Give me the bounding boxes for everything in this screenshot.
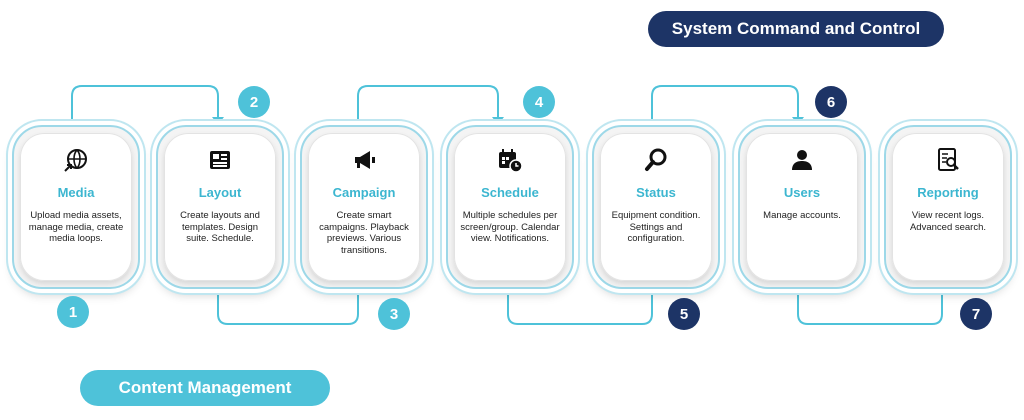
step-title: Reporting [917,185,979,200]
step-description: View recent logs. Advanced search. [909,210,987,233]
step-card-media[interactable]: Media Upload media assets, manage media,… [12,125,140,289]
megaphone-icon [351,147,377,173]
connector-2-3 [217,288,359,325]
step-description: Create layouts and templates. Design sui… [180,210,260,244]
report-icon [935,147,961,173]
step-card-schedule[interactable]: Schedule Multiple schedules per screen/g… [446,125,574,289]
step-description: Create smart campaigns. Playback preview… [319,210,409,256]
connector-6-7 [797,288,943,325]
connector-5-6 [651,85,799,122]
system-command-header: System Command and Control [648,11,944,47]
step-title: Schedule [481,185,539,200]
connector-4-5 [507,288,653,325]
step-description: Multiple schedules per screen/group. Cal… [460,210,560,244]
step-card-reporting[interactable]: Reporting View recent logs. Advanced sea… [884,125,1012,289]
connector-3-4 [357,85,499,122]
step-number-badge: 2 [238,86,270,118]
step-description: Manage accounts. [763,210,841,221]
content-management-header: Content Management [80,370,330,406]
step-title: Media [57,185,95,200]
step-title: Users [783,185,821,200]
step-description: Equipment condition. Settings and config… [611,210,701,244]
step-title: Layout [198,185,242,200]
step-number-badge: 3 [378,298,410,330]
layout-icon [207,147,233,173]
step-number-badge: 7 [960,298,992,330]
calendar-clock-icon [497,147,523,173]
step-title: Status [636,185,676,200]
step-title: Campaign [332,185,396,200]
step-number-badge: 6 [815,86,847,118]
step-card-users[interactable]: Users Manage accounts. [738,125,866,289]
connector-1-2 [71,85,219,122]
step-number-badge: 1 [57,296,89,328]
step-description: Upload media assets, manage media, creat… [28,210,124,244]
step-number-badge: 4 [523,86,555,118]
step-card-campaign[interactable]: Campaign Create smart campaigns. Playbac… [300,125,428,289]
user-icon [789,147,815,173]
step-card-layout[interactable]: Layout Create layouts and templates. Des… [156,125,284,289]
globe-arrow-icon [63,147,89,173]
magnifier-icon [643,147,669,173]
step-card-status[interactable]: Status Equipment condition. Settings and… [592,125,720,289]
step-number-badge: 5 [668,298,700,330]
